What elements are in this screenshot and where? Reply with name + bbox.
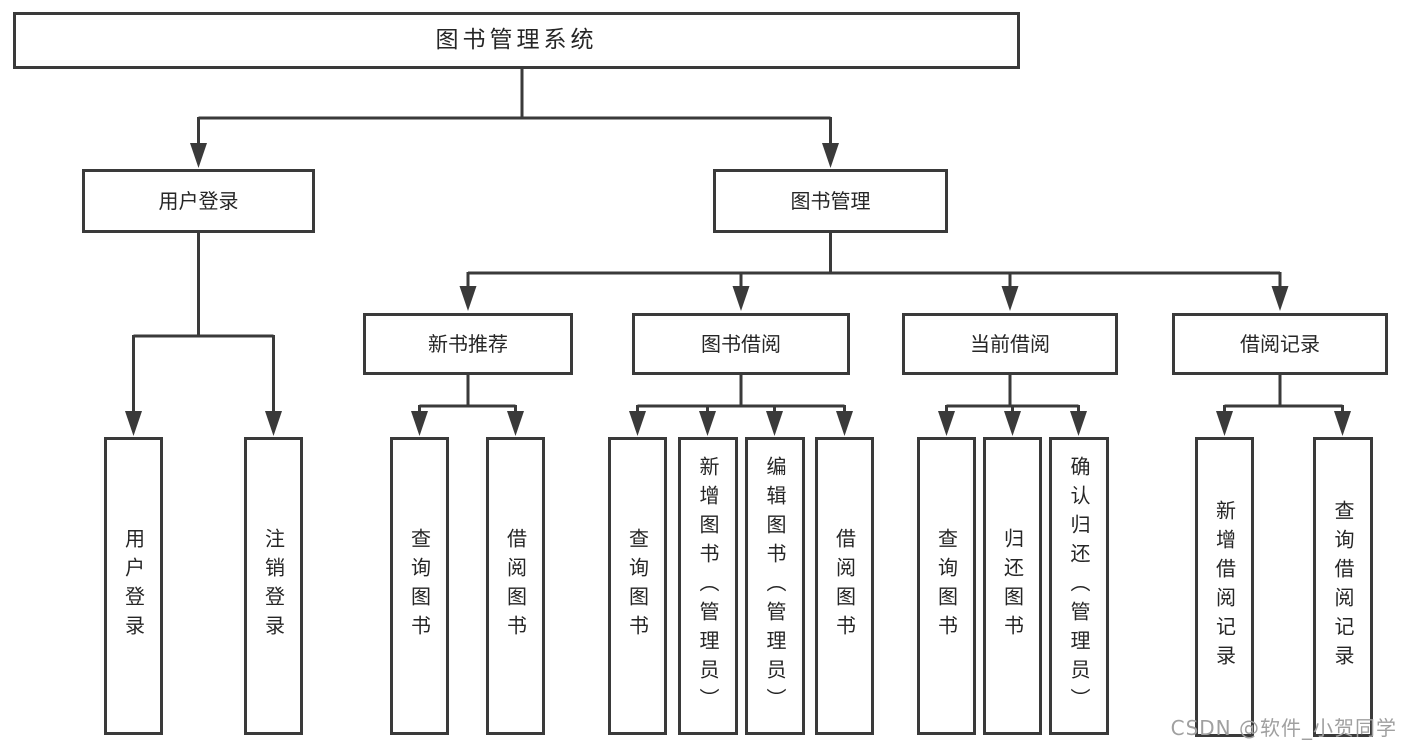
arrowhead-icons	[125, 143, 1351, 436]
leaf-borrow-books: 借阅图书	[815, 437, 874, 735]
leaf-add-borrow-record: 新增借阅记录	[1195, 437, 1254, 737]
leaf-add-book-admin: 新增图书（管理员）	[678, 437, 738, 735]
node-borrowing-records-label: 借阅记录	[1240, 332, 1320, 356]
node-book-management: 图书管理	[713, 169, 948, 233]
node-current-borrowing: 当前借阅	[902, 313, 1118, 375]
leaf-confirm-return-admin: 确认归还（管理员）	[1049, 437, 1109, 735]
node-current-borrowing-label: 当前借阅	[970, 332, 1050, 356]
node-book-borrowing-label: 图书借阅	[701, 332, 781, 356]
node-book-management-label: 图书管理	[790, 189, 871, 213]
leaf-user-login: 用户登录	[104, 437, 163, 735]
node-new-book-recommend-label: 新书推荐	[428, 332, 508, 356]
leaf-query-books-recommend: 查询图书	[390, 437, 449, 735]
leaf-logout: 注销登录	[244, 437, 303, 735]
watermark: CSDN @软件_小贺同学	[1170, 716, 1397, 740]
node-user-login-label: 用户登录	[158, 189, 239, 213]
leaf-query-books-current: 查询图书	[917, 437, 976, 735]
node-user-login: 用户登录	[82, 169, 315, 233]
node-book-borrowing: 图书借阅	[632, 313, 850, 375]
leaf-query-borrow-record: 查询借阅记录	[1313, 437, 1373, 737]
node-borrowing-records: 借阅记录	[1172, 313, 1388, 375]
node-root-label: 图书管理系统	[435, 27, 598, 53]
node-root: 图书管理系统	[13, 12, 1020, 69]
leaf-query-books-borrow: 查询图书	[608, 437, 667, 735]
leaf-borrow-books-recommend: 借阅图书	[486, 437, 545, 735]
leaf-edit-book-admin: 编辑图书（管理员）	[745, 437, 805, 735]
leaf-return-book: 归还图书	[983, 437, 1042, 735]
node-new-book-recommend: 新书推荐	[363, 313, 573, 375]
